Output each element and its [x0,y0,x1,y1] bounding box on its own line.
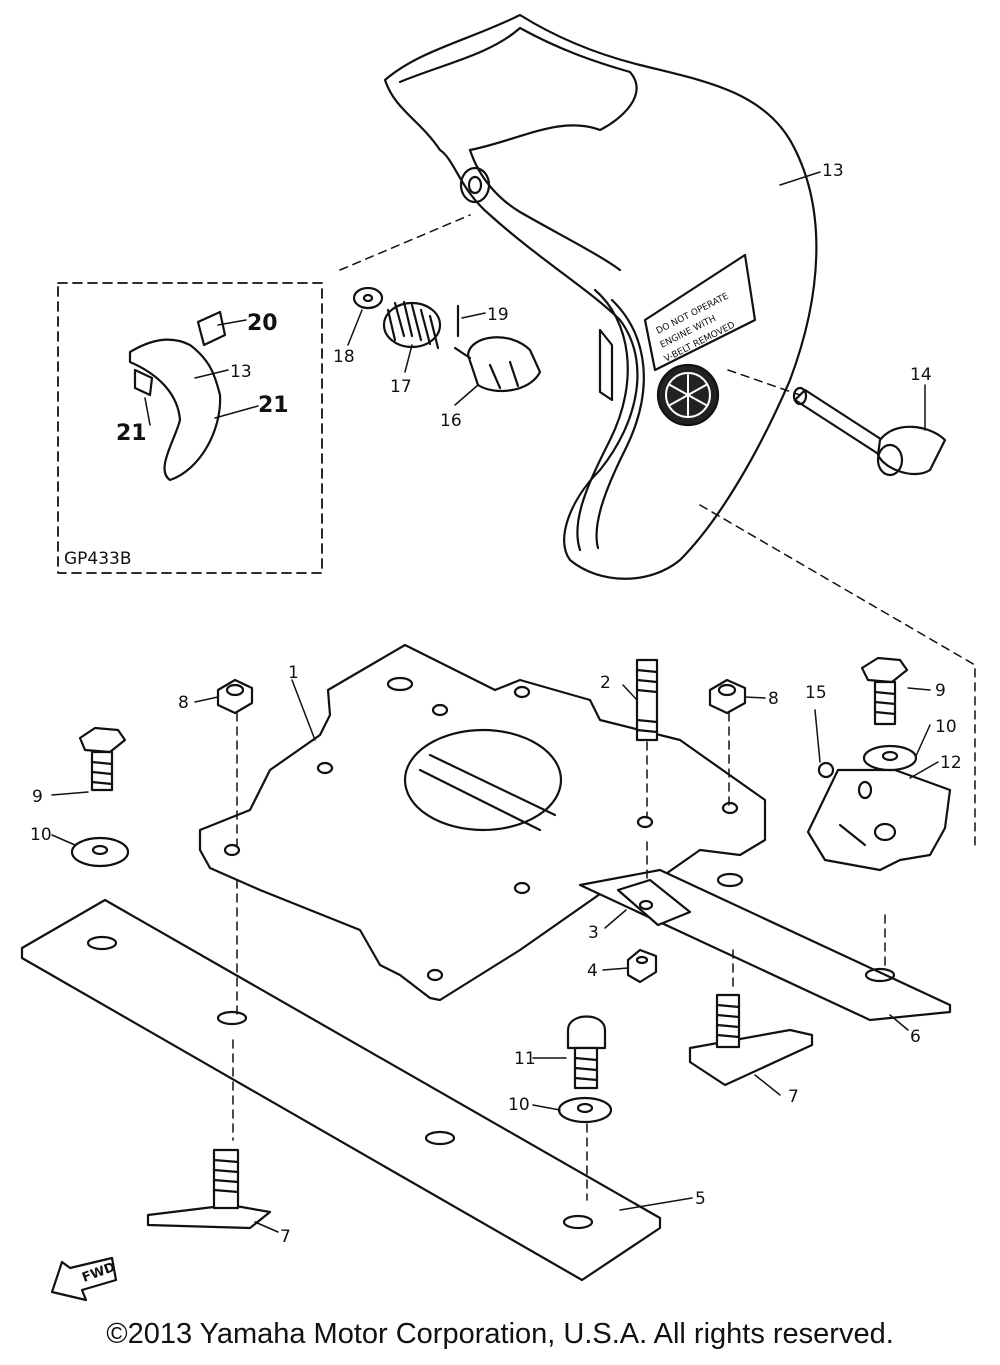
callout-7-right: 7 [788,1087,799,1107]
callout-9-right: 9 [935,681,946,701]
rail-strip-5 [20,898,662,1282]
callout-16: 16 [440,411,462,431]
yamaha-emblem [656,363,720,427]
callout-10-left: 10 [30,825,52,845]
washer-10-left [70,836,130,868]
bolt-9-right [860,656,909,726]
knob-part [453,336,542,393]
spring-part [382,300,442,350]
callout-2: 2 [600,673,611,693]
callout-4: 4 [587,961,598,981]
callout-10-right: 10 [935,717,957,737]
clamp-7-right [688,993,814,1087]
callout-7-left: 7 [280,1227,291,1247]
callout-8-left: 8 [178,693,189,713]
exploded-parts-diagram: DO NOT OPERATE ENGINE WITH V-BELT REMOVE… [20,13,976,1302]
inset-code: GP433B [64,549,132,569]
plate-3 [616,878,692,927]
mounting-plate-part [198,643,767,1002]
clamp-7-left [146,1148,272,1230]
bolt-11 [566,1015,607,1090]
callout-21-left: 21 [116,421,147,446]
inset-box: GP433B [57,282,323,574]
callout-11: 11 [514,1049,536,1069]
callout-14: 14 [910,365,932,385]
belt-guard-part: DO NOT OPERATE ENGINE WITH V-BELT REMOVE… [383,13,818,580]
washer-10-bottom [557,1096,613,1124]
callout-13-inset: 13 [230,362,252,382]
callout-18: 18 [333,347,355,367]
callout-6: 6 [910,1027,921,1047]
washer-10-right [862,744,918,772]
callout-1: 1 [288,663,299,683]
callout-numbers: 13 14 20 13 21 21 19 18 17 16 1 2 8 8 15… [30,161,962,1247]
fwd-arrow-icon: FWD [50,1256,118,1302]
bolt-9-left [78,726,127,792]
callout-21-right: 21 [258,393,289,418]
callout-20: 20 [247,311,278,336]
callout-17: 17 [390,377,412,397]
retaining-pin-part [792,386,947,477]
callout-12: 12 [940,753,962,773]
callout-19: 19 [487,305,509,325]
callout-15: 15 [805,683,827,703]
nut-8-left [216,678,254,715]
washer-part [352,286,384,310]
copyright-notice: ©2013 Yamaha Motor Corporation, U.S.A. A… [106,1318,894,1350]
callout-13: 13 [822,161,844,181]
nut-8-right [708,678,747,715]
callout-3: 3 [588,923,599,943]
callout-5: 5 [695,1189,706,1209]
nut-4 [626,948,658,984]
callout-9-left: 9 [32,787,43,807]
bracket-part [806,761,952,872]
leader-lines [51,171,939,1233]
stud-2 [635,658,659,742]
callout-10-bottom: 10 [508,1095,530,1115]
callout-8-right: 8 [768,689,779,709]
